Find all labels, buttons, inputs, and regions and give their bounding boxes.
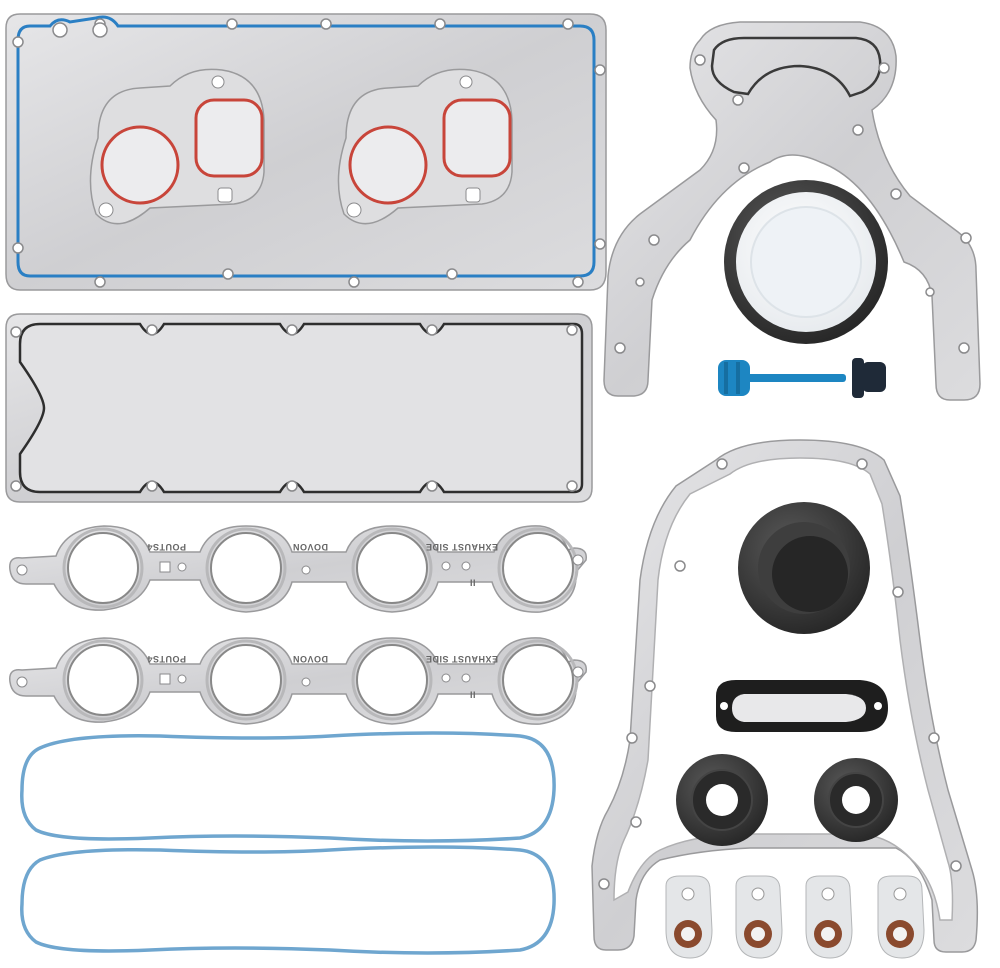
rear-main-seal: [724, 180, 888, 344]
valve-cover-gasket-2: [20, 845, 556, 955]
exhaust-manifold-gasket-2: POUTS4 DOVON EXHAUST SIDE II: [9, 637, 587, 725]
valley-cover-gasket: [5, 313, 593, 503]
rubber-grommet-left: [676, 754, 768, 846]
sensor-gasket-1: [665, 875, 713, 959]
oil-adapter-gasket: [716, 680, 888, 732]
stamp-port-a: POUTS4: [147, 654, 186, 664]
valve-cover-gasket-1: [20, 731, 556, 843]
sensor-gasket-2: [735, 875, 783, 959]
front-crank-seal: [738, 502, 870, 634]
blue-oil-plug: [718, 358, 886, 398]
stamp-mark: II: [470, 578, 476, 588]
stamp-port-b: DOVON: [292, 542, 328, 552]
oil-pan-gasket: [5, 13, 607, 291]
exhaust-manifold-gasket-1: POUTS4 DOVON EXHAUST SIDE II: [9, 525, 587, 613]
sensor-gasket-3: [805, 875, 853, 959]
inner-plate-right: [337, 68, 513, 225]
stamp-side: EXHAUST SIDE: [425, 542, 498, 552]
sensor-gasket-4: [877, 875, 925, 959]
rear-cover-gasket: [603, 21, 981, 401]
stamp-mark: II: [470, 690, 476, 700]
stamp-side: EXHAUST SIDE: [425, 654, 498, 664]
stamp-port-b: DOVON: [292, 654, 328, 664]
inner-plate-left: [89, 68, 265, 225]
rubber-grommet-right: [814, 758, 898, 842]
stamp-port-a: POUTS4: [147, 542, 186, 552]
